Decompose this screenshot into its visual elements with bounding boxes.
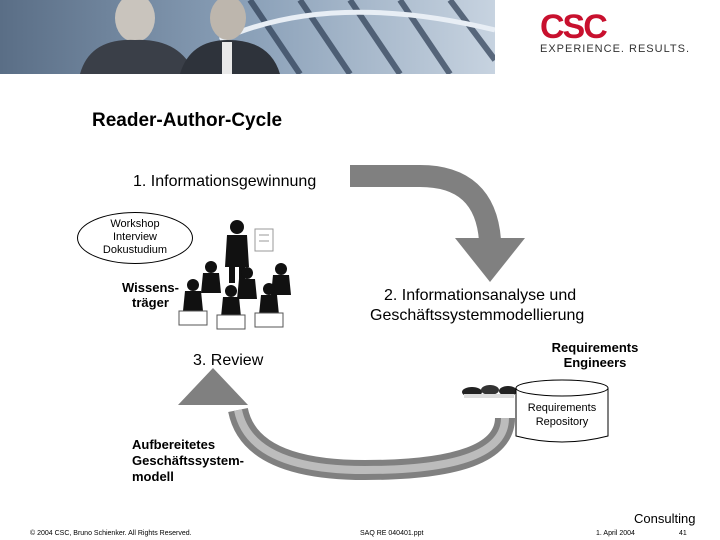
ellipse-line-2: Interview: [112, 231, 158, 243]
csc-logo: CSC EXPERIENCE. RESULTS.: [540, 8, 710, 68]
wissenstraeger-label: Wissens- träger: [122, 280, 179, 310]
ellipse-line-3: Dokustudium: [102, 244, 168, 256]
model-line-2: Geschäftssystem-: [132, 453, 244, 468]
wissens-line-1: Wissens-: [122, 280, 179, 295]
footer-copyright: © 2004 CSC, Bruno Schienker. All Rights …: [30, 530, 192, 537]
footer-page-number: 41: [679, 530, 687, 537]
consulting-label: Consulting: [634, 511, 696, 526]
methods-ellipse: Workshop Interview Dokustudium: [77, 212, 193, 264]
engineers-line-1: Requirements: [551, 340, 639, 355]
model-label: Aufbereitetes Geschäftssystem- modell: [132, 437, 244, 485]
repository-line-2: Repository: [535, 416, 589, 428]
model-line-1: Aufbereitetes: [132, 437, 216, 452]
engineers-line-2: Engineers: [563, 355, 627, 370]
repository-line-1: Requirements: [527, 402, 597, 414]
repository-database-icon: [515, 379, 609, 443]
step-3-label: 3. Review: [193, 352, 264, 369]
wissens-line-2: träger: [132, 295, 169, 310]
logo-mark: CSC: [540, 8, 608, 46]
step-2-label-line2: Geschäftssystemmodellierung: [370, 307, 585, 324]
slide-title: Reader-Author-Cycle: [92, 110, 283, 131]
model-line-3: modell: [132, 469, 174, 484]
down-arrowhead: [455, 238, 525, 282]
footer-file: SAQ RE 040401.ppt: [360, 530, 424, 537]
ellipse-line-1: Workshop: [110, 218, 160, 230]
step-1-label: 1. Informationsgewinnung: [133, 173, 317, 190]
engineers-icon: [462, 385, 517, 398]
footer-date: 1. April 2004: [596, 530, 635, 537]
header-photo: [0, 0, 495, 74]
repository-label: Requirements Repository: [512, 401, 612, 429]
requirements-engineers-label: Requirements Engineers: [540, 340, 650, 370]
logo-tagline: EXPERIENCE. RESULTS.: [540, 43, 690, 55]
meeting-people-icon: [178, 220, 291, 330]
up-arrowhead: [178, 368, 248, 405]
step-2-label-line1: 2. Informationsanalyse und: [384, 287, 577, 304]
